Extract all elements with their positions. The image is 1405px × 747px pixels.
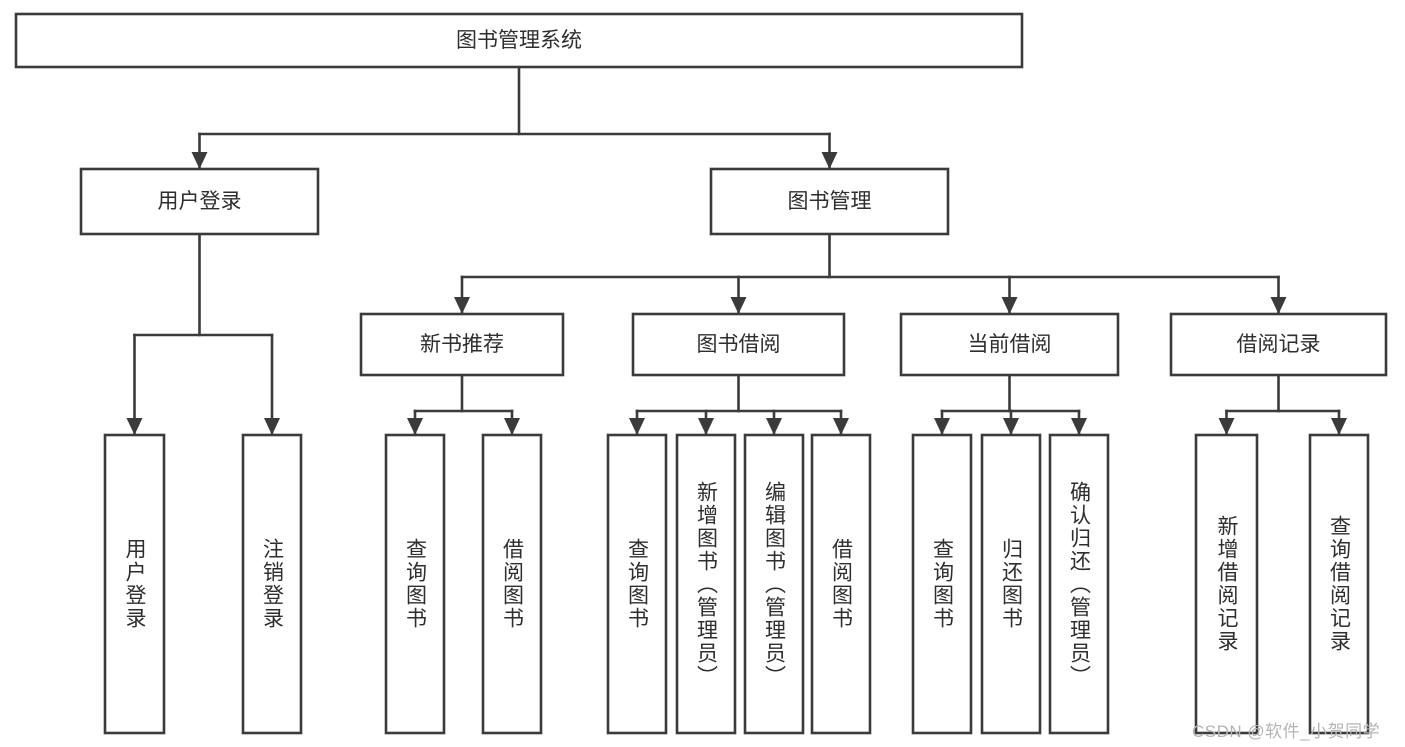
node-label-new-book-recommend: 新书推荐: [420, 333, 504, 356]
node-box-leaf-query-book-3[interactable]: [911, 433, 973, 735]
node-box-leaf-query-book-2[interactable]: [606, 433, 668, 735]
node-box-new-book-recommend[interactable]: [359, 312, 565, 377]
arrow-head-icon: [934, 418, 950, 435]
arrow-head-icon: [698, 418, 714, 435]
node-box-leaf-borrow-book-1[interactable]: [481, 433, 543, 735]
node-box-leaf-confirm-return[interactable]: [1048, 433, 1110, 735]
arrow-head-icon: [730, 297, 747, 314]
node-box-book-borrow[interactable]: [631, 312, 846, 377]
arrow-head-icon: [629, 418, 645, 435]
node-box-leaf-user-login[interactable]: [103, 433, 166, 735]
arrow-head-icon: [264, 418, 280, 435]
arrow-head-icon: [1218, 418, 1235, 435]
arrow-head-icon: [821, 152, 838, 169]
node-label-book-borrow: 图书借阅: [697, 333, 781, 356]
node-box-leaf-edit-book[interactable]: [743, 433, 805, 735]
node-box-current-borrow[interactable]: [899, 312, 1120, 377]
node-box-leaf-return-book[interactable]: [980, 433, 1042, 735]
node-box-book-manage[interactable]: [709, 167, 950, 236]
node-label-current-borrow: 当前借阅: [968, 333, 1052, 356]
arrow-head-icon: [1270, 297, 1287, 314]
arrow-head-icon: [504, 418, 520, 435]
arrow-head-icon: [407, 418, 423, 435]
arrow-head-icon: [1003, 418, 1019, 435]
node-label-borrow-record: 借阅记录: [1237, 333, 1321, 356]
csdn-watermark: CSDN @软件_小贺同学: [1192, 722, 1381, 741]
arrow-head-icon: [766, 418, 782, 435]
connector-layer: [126, 65, 1347, 435]
node-box-root[interactable]: [14, 12, 1024, 69]
node-box-leaf-borrow-book-2[interactable]: [810, 433, 872, 735]
node-box-leaf-add-record[interactable]: [1194, 433, 1259, 735]
arrow-head-icon: [833, 418, 849, 435]
node-box-leaf-add-book[interactable]: [675, 433, 737, 735]
node-box-user-login[interactable]: [79, 167, 320, 236]
node-box-leaf-query-book-1[interactable]: [384, 433, 446, 735]
arrow-head-icon: [191, 152, 208, 169]
node-box-layer: [14, 12, 1388, 735]
arrow-head-icon: [1071, 418, 1087, 435]
arrow-head-icon: [1331, 418, 1347, 435]
arrow-head-icon: [454, 297, 470, 314]
node-box-borrow-record[interactable]: [1169, 312, 1388, 377]
arrow-head-icon: [1001, 297, 1018, 314]
node-box-leaf-query-record[interactable]: [1308, 433, 1370, 735]
node-box-leaf-user-logout[interactable]: [241, 433, 303, 735]
arrow-head-icon: [126, 418, 143, 435]
node-label-book-manage: 图书管理: [788, 190, 872, 213]
node-label-root: 图书管理系统: [456, 29, 582, 52]
node-label-user-login: 用户登录: [158, 190, 242, 213]
